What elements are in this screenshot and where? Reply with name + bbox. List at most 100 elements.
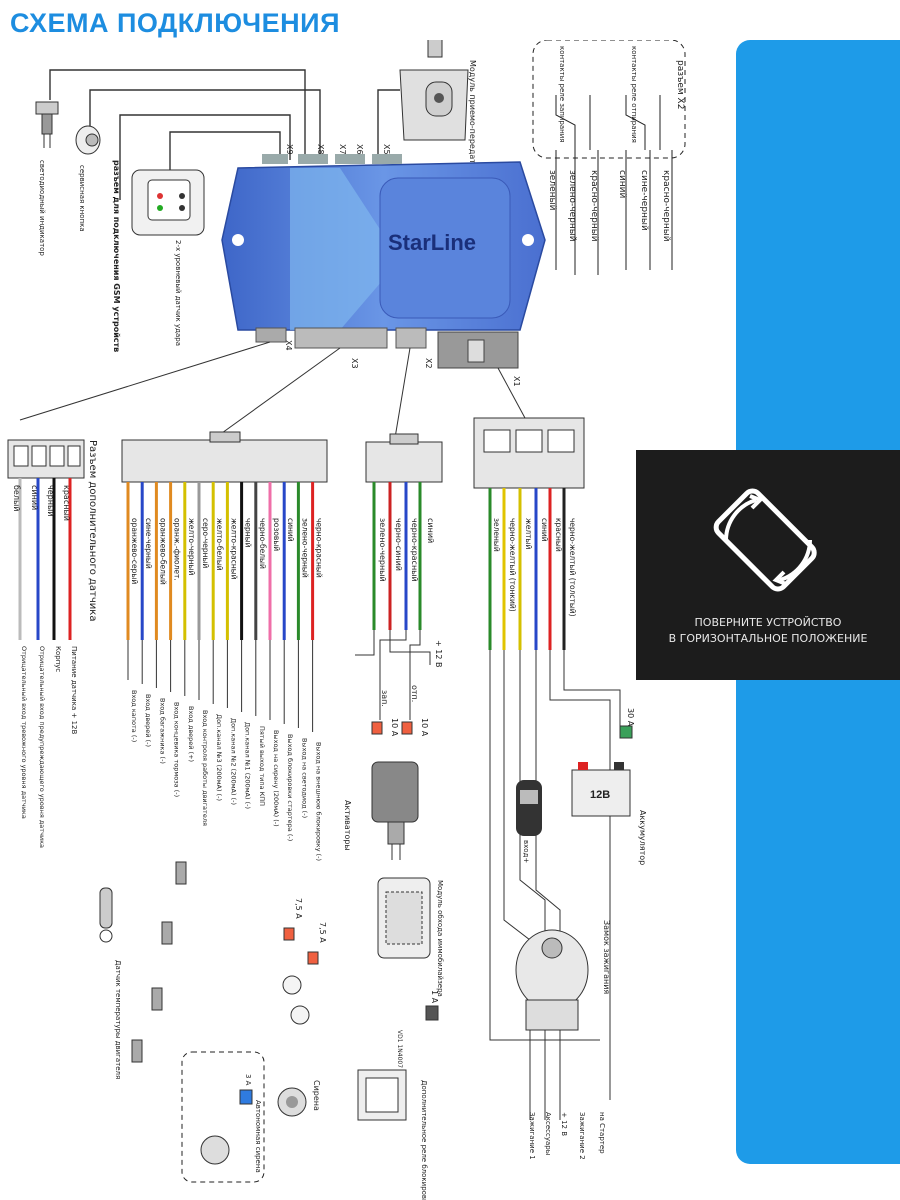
x2-plug-wire-2: черно-синий	[394, 518, 403, 571]
x1-wire-5: зеленый	[492, 518, 501, 552]
top-wiring	[49, 69, 400, 200]
x3-wire-label-5: серо-черный	[201, 518, 210, 568]
x2-plug-wire-1: черно-красный	[410, 518, 419, 582]
output-4: Зажигание 1	[528, 1112, 536, 1160]
x3-function-13: Выход на внешнюю блокировку (-)	[315, 742, 323, 861]
x2-plug-wire-0: синий	[426, 518, 435, 543]
aux-wire-0: красный	[62, 485, 71, 521]
x2-unlock: отп.	[410, 685, 419, 702]
x3-function-11: Выход блокировки стартера (-)	[286, 734, 294, 841]
x2-wire-2: синий	[617, 170, 627, 199]
actuators-label: Активаторы	[343, 800, 352, 851]
aux-wire-1: черный	[46, 485, 55, 516]
output-1: Зажигание 2	[578, 1112, 586, 1160]
x2-wire-4: зелено-черный	[567, 170, 577, 242]
x3-function-10: Выход на сирену (200мА) (-)	[272, 730, 280, 827]
gsm-label: разъем для подключения GSM устройств	[112, 160, 121, 352]
bottom-connectors	[255, 327, 519, 369]
x3-function-2: Вход багажника (-)	[158, 698, 166, 764]
connector-x2: X2	[424, 358, 433, 369]
x3-plug	[121, 431, 328, 483]
vd1-label: VD1 1N4007	[396, 1030, 403, 1068]
aux-desc-3: Отрицательный вход тревожного уровня дат…	[20, 646, 28, 819]
x1-leads	[489, 650, 621, 1120]
aux-wires	[18, 478, 72, 640]
top-connectors	[262, 154, 402, 164]
x3-wire-label-12: зелено-черный	[300, 518, 309, 578]
service-button-label: сервисная кнопка	[78, 165, 86, 232]
brand-logo: StarLine	[388, 230, 476, 255]
x2-wires	[372, 482, 422, 630]
output-2: + 12 В	[560, 1112, 568, 1136]
ignition-lock-icon	[515, 929, 589, 1031]
x2-leads	[355, 630, 431, 720]
x2-lock: зап.	[380, 690, 389, 707]
aux-wire-2: синий	[30, 485, 39, 510]
service-button-icon	[75, 125, 101, 155]
actuator-icon	[371, 761, 419, 860]
x2-relay-box	[532, 40, 686, 275]
bulb-icons	[282, 927, 319, 1025]
rotate-device-icon	[713, 488, 817, 592]
relay-label: Дополнительное реле блокировки 12 В, 40 …	[420, 1080, 428, 1200]
x2-wire-3: красно-черный	[589, 170, 599, 242]
x1-wire-4: черно-желтый (тонкий)	[508, 518, 517, 612]
connector-x7: X7	[338, 144, 347, 155]
x2-wire-5: зеленый	[547, 170, 557, 211]
output-3: Аксессуары	[544, 1112, 552, 1155]
fuse-10a-2: 10 А	[420, 718, 429, 737]
siren-label: Сирена	[312, 1080, 321, 1111]
led-indicator-icon	[35, 101, 59, 148]
bypass-label: Модуль обхода иммобилайзера	[436, 880, 444, 997]
connector-x3: X3	[350, 358, 359, 369]
transceiver-label: Модуль приемо-передатчика с кнопкой вызо…	[468, 60, 477, 261]
bypass-module-icon	[377, 877, 431, 959]
x1-wire-0: черно-желтый (толстый)	[568, 518, 577, 617]
x3-wire-label-2: оранжево-белый	[158, 518, 167, 585]
aux-title: Разъем дополнительного датчика	[87, 440, 98, 621]
x3-wire-label-3: оранж.-фиолет.	[173, 518, 182, 581]
fuse-10a-icon	[371, 721, 413, 735]
relay-lock-label: контакты реле запирания	[558, 46, 566, 142]
fuse-10a-1: 10 А	[390, 718, 399, 737]
siren-icon	[277, 1087, 307, 1117]
output-0: на Стартер	[598, 1112, 606, 1154]
x3-wire-label-4: желто-черный	[187, 518, 196, 575]
x3-wire-label-10: розовый	[272, 518, 281, 551]
connector-x5: X5	[382, 144, 391, 155]
x2-plug	[365, 433, 443, 483]
x1-wire-2: синий	[540, 518, 549, 542]
battery-icon	[571, 725, 633, 817]
connector-x8: X8	[316, 144, 325, 155]
connector-x4: X4	[284, 340, 293, 351]
aux-connector	[7, 439, 85, 479]
rotate-line-1: ПОВЕРНИТЕ УСТРОЙСТВО	[694, 616, 842, 629]
x1-wire-3: желтый	[524, 518, 533, 549]
battery-label: Аккумулятор	[638, 810, 647, 865]
aux-wire-3: белый	[12, 485, 21, 511]
x1-plug	[473, 417, 585, 489]
wiring-diagram: светодиодный индикатор сервисная кнопка …	[7, 40, 686, 1200]
fuse-3a: 3 А	[244, 1074, 252, 1086]
relay-unlock-label: контакты реле отпирания	[630, 46, 638, 143]
x1-wires	[488, 488, 566, 650]
rotate-device-overlay: ПОВЕРНИТЕ УСТРОЙСТВО В ГОРИЗОНТАЛЬНОЕ ПО…	[636, 450, 900, 680]
connector-x6: X6	[355, 144, 364, 155]
aux-desc-2: Отрицательный вход предупреждающего уров…	[38, 646, 46, 848]
x3-wire-label-1: сине-черный	[144, 518, 153, 569]
x3-wire-label-8: черный	[244, 518, 253, 548]
x3-function-0: Вход капота (-)	[130, 690, 138, 742]
x3-function-12: Выход на светодиод (-)	[300, 738, 308, 818]
page-title: СХЕМА ПОДКЛЮЧЕНИЯ	[10, 8, 340, 38]
x2-plug-wire-3: зелено-черный	[378, 518, 387, 582]
x3-function-4: Вход дверей (+)	[187, 706, 195, 762]
engine-temp-label: Датчик температуры двигателя	[114, 960, 122, 1079]
temperature-sensor-icon	[99, 887, 113, 943]
x2-wire-1: сине-черный	[639, 170, 649, 231]
door-switch-icons	[131, 861, 187, 1063]
inputs-label: вход+	[522, 840, 530, 863]
aux-desc-0: Питание датчика + 12В	[70, 646, 78, 734]
transceiver-icon	[399, 40, 469, 141]
autonomous-siren-box	[181, 1051, 265, 1183]
